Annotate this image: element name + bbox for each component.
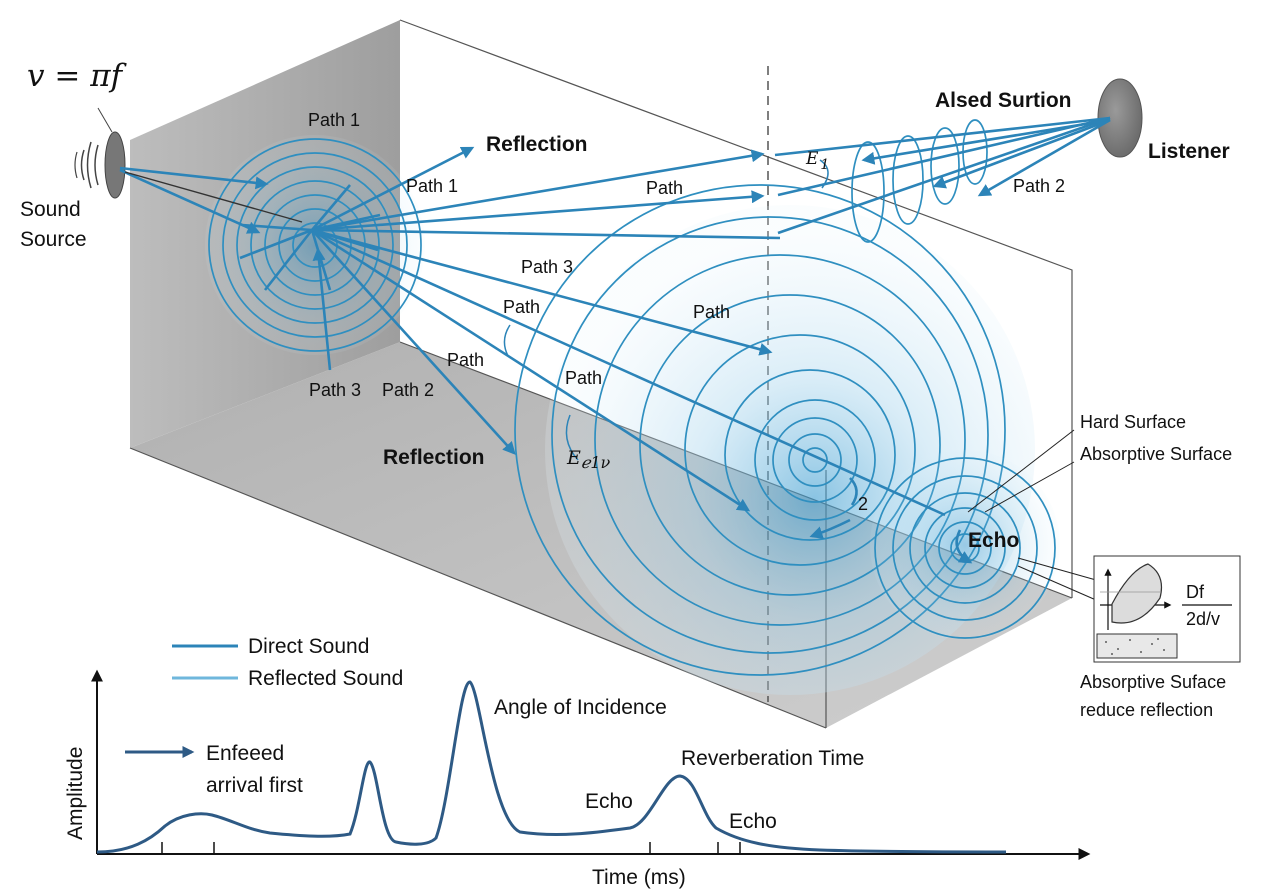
absorptive-surface-label: Absorptive Surface <box>1080 444 1232 464</box>
reverberation-time-label: Reverberation Time <box>681 747 864 770</box>
hard-surface-label: Hard Surface <box>1080 412 1186 432</box>
echo-wave <box>870 450 1060 640</box>
alsed-surtion-label: Alsed Surtion <box>935 89 1072 112</box>
path-3-mid-label: Path 3 <box>521 257 573 277</box>
path-1-mid-label: Path 1 <box>406 176 458 196</box>
legend-reflected: Reflected Sound <box>248 667 403 690</box>
amplitude-graph: Amplitude Time (ms) Enfeeed arrival firs… <box>64 669 1091 889</box>
echo-center-label: Echo <box>968 529 1019 552</box>
x-axis-label: Time (ms) <box>592 866 686 889</box>
listener-label: Listener <box>1148 140 1230 163</box>
sound-source-label-2: Source <box>20 228 87 251</box>
listener-icon <box>1097 78 1143 158</box>
path-a-label: Path <box>503 297 540 317</box>
inset-fraction-bottom: 2d/v <box>1186 609 1220 629</box>
path-d-label: Path <box>565 368 602 388</box>
path-top-mid-label: Path <box>646 178 683 198</box>
path-b-label: Path <box>693 302 730 322</box>
path-2-bottom-label: Path 2 <box>382 380 434 400</box>
echo-label-2: Echo <box>729 810 777 833</box>
arrow-note-1: Enfeeed <box>206 742 284 765</box>
y-axis-label: Amplitude <box>64 747 87 840</box>
path-1-top-label: Path 1 <box>308 110 360 130</box>
arrow-note-2: arrival first <box>206 774 303 797</box>
rays <box>119 116 1111 564</box>
absorptive-note-2: reduce reflection <box>1080 700 1213 720</box>
legend-direct: Direct Sound <box>248 635 369 658</box>
reflection-top-label: Reflection <box>486 133 588 156</box>
amplitude-curve <box>96 680 1007 854</box>
sound-source-label-1: Sound <box>20 198 81 221</box>
formula: v = πf <box>27 58 128 94</box>
absorptive-note-1: Absorptive Suface <box>1080 672 1226 692</box>
reflection-bottom-label: Reflection <box>383 446 485 469</box>
path-2-right-label: Path 2 <box>1013 176 1065 196</box>
number-2-label: 2 <box>858 494 868 514</box>
path-c-label: Path <box>447 350 484 370</box>
echo-label-1: Echo <box>585 790 633 813</box>
speaker-icon <box>74 107 126 199</box>
helix-rings <box>851 119 988 243</box>
absorption-inset: Df 2d/v <box>1093 555 1241 663</box>
inset-fraction-top: Df <box>1186 582 1205 602</box>
legend: Direct Sound Reflected Sound <box>172 635 403 690</box>
path-3-bottom-label: Path 3 <box>309 380 361 400</box>
e-bottom-label: Eℯ1ν <box>566 447 611 472</box>
angle-of-incidence-label: Angle of Incidence <box>494 696 667 719</box>
source-wave <box>205 135 425 355</box>
